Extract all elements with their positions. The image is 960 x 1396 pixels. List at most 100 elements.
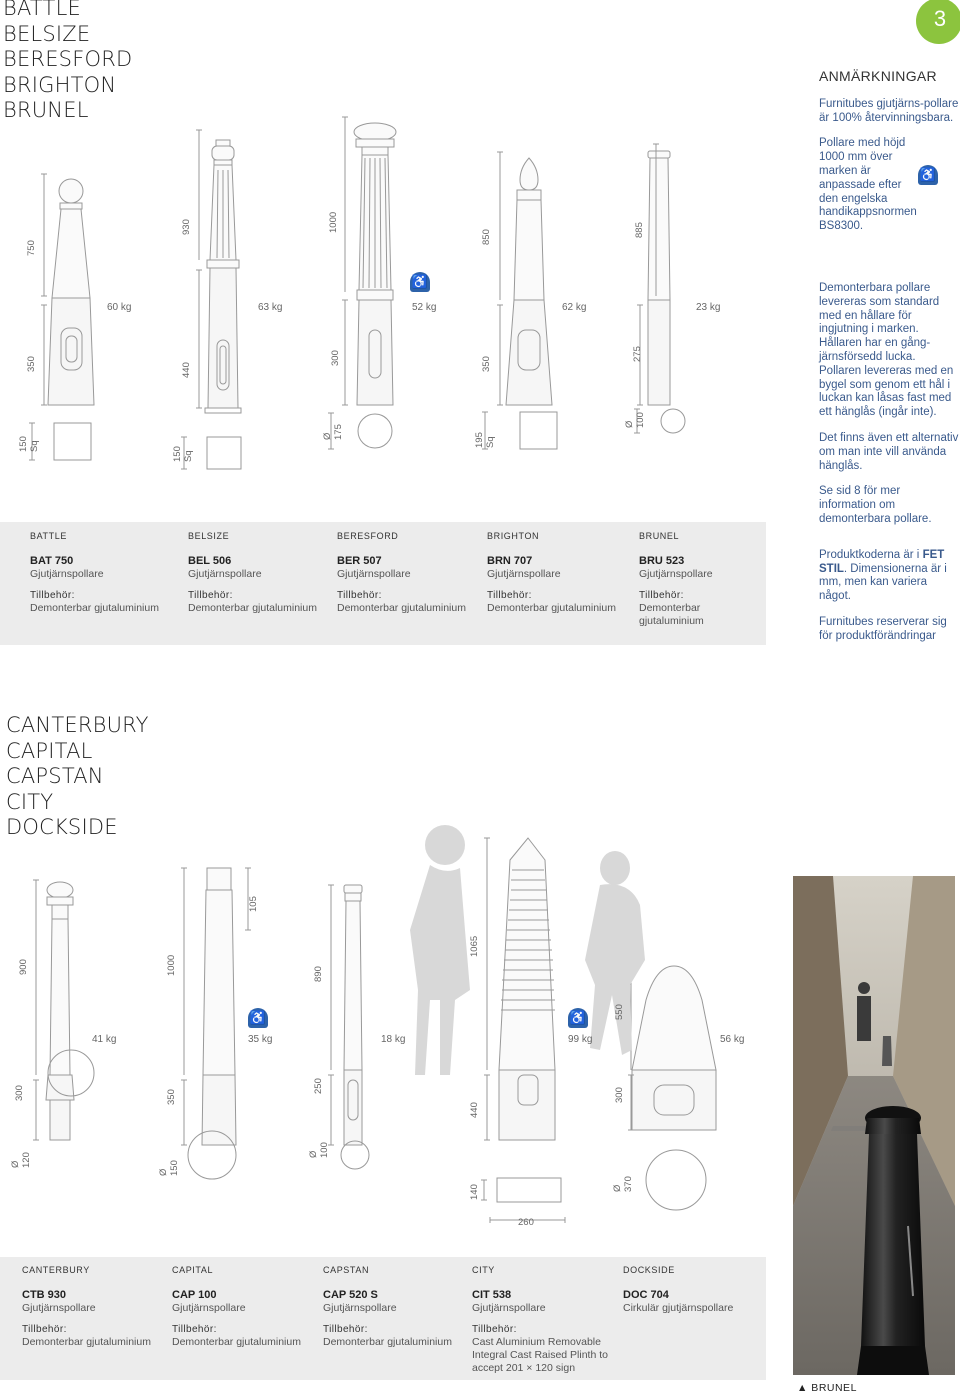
dim-height-capstan: 890 <box>313 966 324 982</box>
title-belsize: BELSIZE <box>3 21 91 46</box>
title-capstan: CAPSTAN <box>6 764 104 788</box>
product-canterbury: CANTERBURY CTB 930 Gjutjärnspollare Till… <box>22 1264 167 1349</box>
note-codes-bold: FET STIL <box>819 548 945 575</box>
brunel-street-photo <box>793 876 955 1375</box>
weight-dockside: 56 kg <box>720 1034 745 1045</box>
city-drawing <box>496 837 562 1203</box>
dim-height-capital: 1000 <box>166 954 177 976</box>
product-acc: Demonterbar gjutaluminium <box>172 1336 301 1348</box>
product-acc-label: Tillbehör: <box>639 590 684 601</box>
product-material: Gjutjärnspollare <box>172 1302 246 1314</box>
dia-brunel-val: 100 <box>635 412 646 428</box>
product-acc: Demonterbar gjutaluminium <box>22 1336 151 1348</box>
dia-beresford-sym: Ø <box>322 432 333 440</box>
photo-caption: ▲ BRUNEL <box>797 1382 857 1394</box>
product-code: BAT 750 <box>30 555 74 567</box>
title-dockside: DOCKSIDE <box>6 815 118 839</box>
note-reserve: Furnitubes reserverar sig för produktför… <box>819 615 947 642</box>
product-name: BRIGHTON <box>487 531 540 541</box>
product-material: Gjutjärnspollare <box>472 1302 546 1314</box>
title-city: CITY <box>6 789 54 814</box>
sq-belsize-unit: Sq <box>183 450 194 462</box>
dia-canterbury-sym: Ø <box>10 1160 21 1168</box>
child-silhouette <box>410 825 470 1075</box>
dia-dockside-sym: Ø <box>612 1184 623 1192</box>
product-material: Cirkulär gjutjärnspollare <box>623 1302 734 1314</box>
capstan-drawing <box>343 884 363 1146</box>
product-name: BELSIZE <box>188 531 230 541</box>
product-material: Gjutjärnspollare <box>22 1302 96 1314</box>
dim-base-city: 440 <box>469 1102 480 1118</box>
page-number: 3 <box>933 6 947 31</box>
product-belsize: BELSIZE BEL 506 Gjutjärnspollare Tillbeh… <box>188 530 333 615</box>
notes-heading: ANMÄRKNINGAR <box>819 68 937 84</box>
dia-capstan-val: 100 <box>319 1142 330 1158</box>
product-code: BRN 707 <box>487 555 533 567</box>
top-products-panel <box>0 522 766 645</box>
weight-battle: 60 kg <box>107 302 132 313</box>
sq-battle-val: 150 <box>18 436 29 452</box>
product-brighton: BRIGHTON BRN 707 Gjutjärnspollare Tillbe… <box>487 530 632 615</box>
dia-canterbury-val: 120 <box>21 1152 32 1168</box>
product-brunel: BRUNEL BRU 523 Gjutjärnspollare Tillbehö… <box>639 530 749 628</box>
dim-base-battle: 350 <box>26 356 37 372</box>
weight-brighton: 62 kg <box>562 302 587 313</box>
dim-height-brunel: 885 <box>634 222 645 238</box>
note-accessibility: Pollare med höjd 1000 mm över marken är … <box>819 137 917 233</box>
dia-capstan-sym: Ø <box>308 1150 319 1158</box>
product-acc: Cast Aluminium Removable Integral Cast R… <box>472 1336 608 1374</box>
product-material: Gjutjärnspollare <box>487 568 561 580</box>
dim-height-capital-top: 105 <box>248 896 259 912</box>
brunel-drawing <box>647 150 686 434</box>
product-acc-label: Tillbehör: <box>337 590 382 601</box>
sq-brighton-unit: Sq <box>485 436 496 448</box>
dia-brunel-sym: Ø <box>624 420 635 428</box>
product-acc: Demonterbar gjutaluminium <box>188 602 317 614</box>
product-name: CAPSTAN <box>323 1265 370 1275</box>
product-code: BER 507 <box>337 555 382 567</box>
product-code: BRU 523 <box>639 555 685 567</box>
dim-height-beresford: 1000 <box>328 211 339 233</box>
wheelchair-icon-bottom-2: ♿ <box>568 1008 588 1028</box>
sq-battle-unit: Sq <box>29 440 40 452</box>
product-material: Gjutjärnspollare <box>639 568 713 580</box>
dim-height-city: 1065 <box>469 935 480 957</box>
canterbury-drawing <box>45 881 75 1141</box>
silhouettes <box>410 825 645 1075</box>
note-codes: Produktkoderna är i FET STIL. Dimensione… <box>819 549 959 604</box>
weight-canterbury: 41 kg <box>92 1034 117 1045</box>
product-acc-label: Tillbehör: <box>30 590 75 601</box>
note-removable: Demonterbara pollare levereras som stand… <box>819 281 954 419</box>
product-material: Gjutjärnspollare <box>323 1302 397 1314</box>
wheelchair-icon-top: ♿ <box>410 272 430 292</box>
product-acc-label: Tillbehör: <box>472 1324 517 1335</box>
product-name: CITY <box>472 1265 495 1275</box>
dim-height-dockside: 550 <box>614 1004 625 1020</box>
product-acc: Demonterbar gjutaluminium <box>487 602 616 614</box>
dim-base-capstan: 250 <box>313 1078 324 1094</box>
product-code: DOC 704 <box>623 1289 669 1301</box>
product-acc: Demonterbar gjutaluminium <box>30 602 159 614</box>
dim-height-belsize: 930 <box>181 219 192 235</box>
product-beresford: BERESFORD BER 507 Gjutjärnspollare Tillb… <box>337 530 482 615</box>
top-title-list: BATTLE BELSIZE BERESFORD BRIGHTON BRUNEL <box>3 0 132 124</box>
title-brunel: BRUNEL <box>3 98 89 122</box>
note-see-page: Se sid 8 för mer information om demonter… <box>819 485 932 525</box>
dockside-drawing <box>631 965 717 1211</box>
sq-brighton-val: 195 <box>474 432 485 448</box>
weight-capital: 35 kg <box>248 1034 273 1045</box>
product-acc-label: Tillbehör: <box>487 590 532 601</box>
battle-drawing <box>47 178 95 461</box>
beresford-drawing <box>353 122 397 449</box>
product-acc-label: Tillbehör: <box>188 590 233 601</box>
product-capstan: CAPSTAN CAP 520 S Gjutjärnspollare Tillb… <box>323 1264 468 1349</box>
note-recycling: Furnitubes gjutjärns-pollare är 100% åte… <box>819 97 959 124</box>
notes-column: ANMÄRKNINGAR Furnitubes gjutjärns-pollar… <box>819 68 959 656</box>
weight-brunel: 23 kg <box>696 302 721 313</box>
page-number-badge <box>916 0 960 44</box>
